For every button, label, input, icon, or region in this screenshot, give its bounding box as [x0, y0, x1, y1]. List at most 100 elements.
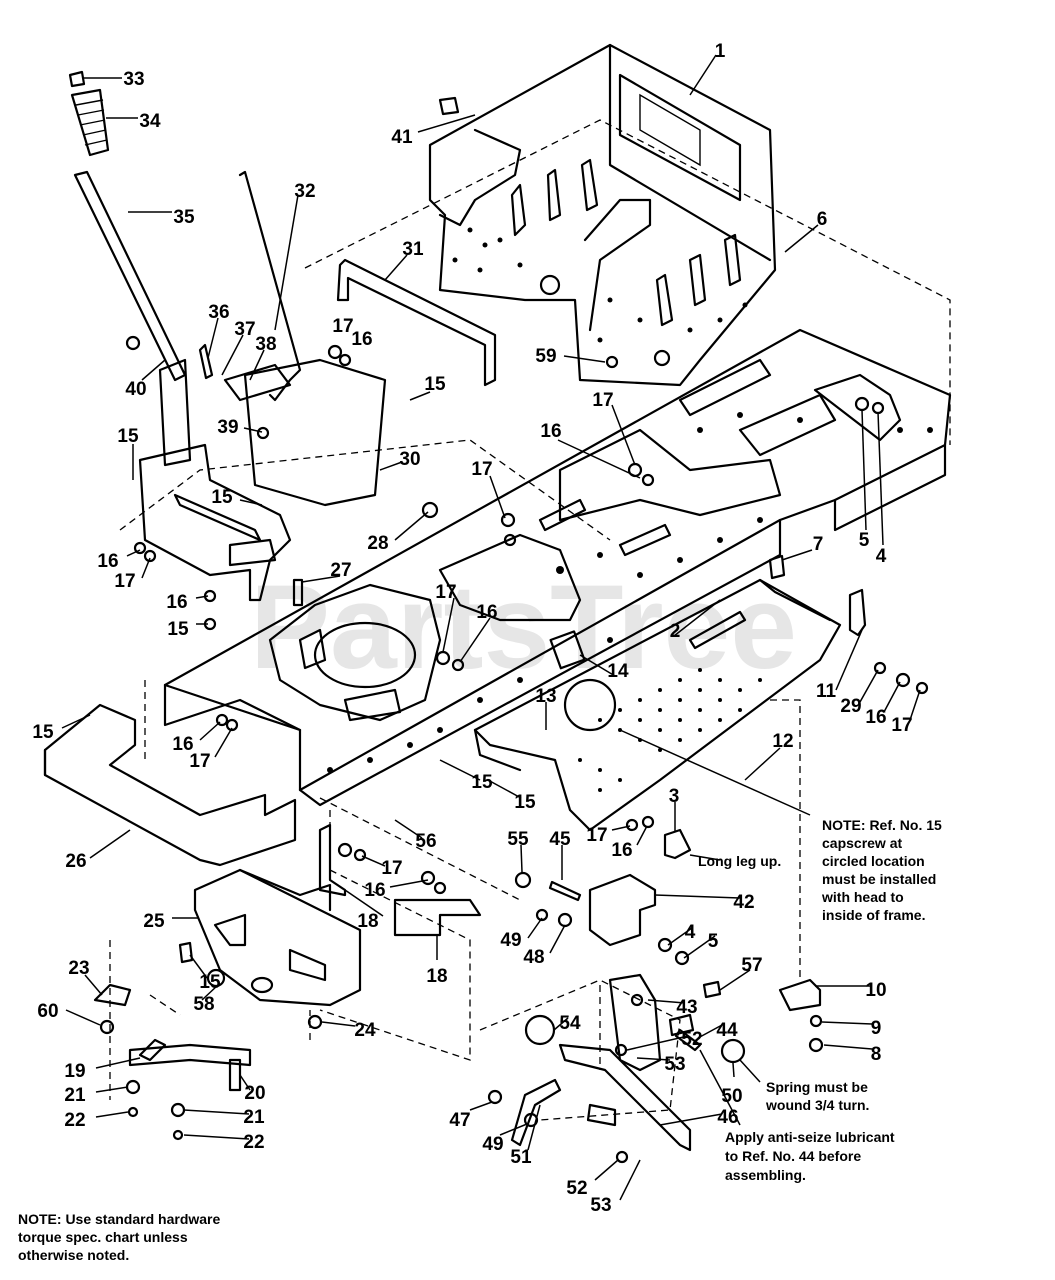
part-seat-pan	[428, 43, 777, 387]
callout-3: 3	[669, 786, 680, 807]
callout-39: 39	[217, 417, 238, 438]
callout-22: 22	[64, 1110, 85, 1131]
callout-17: 17	[435, 582, 456, 603]
callout-17: 17	[586, 825, 607, 846]
note-long-leg: Long leg up.	[698, 853, 781, 869]
callout-16: 16	[166, 592, 187, 613]
callout-19: 19	[64, 1061, 85, 1082]
callout-5: 5	[859, 530, 870, 551]
callout-47: 47	[449, 1110, 470, 1131]
callout-45: 45	[549, 829, 571, 850]
note-line: to Ref. No. 44 before	[725, 1148, 861, 1164]
note-line: inside of frame.	[822, 907, 925, 923]
callout-26: 26	[65, 851, 86, 872]
note-line: NOTE: Ref. No. 15	[822, 817, 942, 833]
callout-29: 29	[840, 696, 861, 717]
callout-53: 53	[590, 1195, 611, 1216]
callout-17: 17	[114, 571, 135, 592]
note-line: assembling.	[725, 1167, 806, 1183]
callout-32: 32	[294, 181, 315, 202]
note-line: with head to	[821, 889, 904, 905]
callout-31: 31	[402, 239, 424, 260]
callout-54: 54	[559, 1013, 581, 1034]
note-line: wound 3/4 turn.	[765, 1097, 869, 1113]
callout-16: 16	[611, 840, 632, 861]
callout-34: 34	[139, 111, 161, 132]
part-brackets-18	[318, 823, 482, 937]
callout-21: 21	[243, 1107, 265, 1128]
callout-49: 49	[500, 930, 521, 951]
callout-22: 22	[243, 1132, 264, 1153]
callout-57: 57	[741, 955, 762, 976]
callout-37: 37	[234, 319, 255, 340]
callout-28: 28	[367, 533, 388, 554]
part-main-frame	[163, 328, 952, 807]
callout-55: 55	[507, 829, 529, 850]
note-line: NOTE: Use standard hardware	[18, 1211, 220, 1227]
note-line: capscrew at	[822, 835, 902, 851]
callout-17: 17	[891, 715, 912, 736]
note-line: torque spec. chart unless	[18, 1229, 188, 1245]
callout-8: 8	[871, 1044, 882, 1065]
callout-18: 18	[426, 966, 447, 987]
circled-location-marker	[563, 678, 617, 732]
callout-16: 16	[351, 329, 372, 350]
note-hardware: NOTE: Use standard hardware torque spec.…	[18, 1211, 220, 1263]
callout-17: 17	[471, 459, 492, 480]
note-line: Apply anti-seize lubricant	[725, 1129, 895, 1145]
part-bracket-3	[663, 828, 692, 860]
callout-41: 41	[391, 127, 413, 148]
callout-59: 59	[535, 346, 556, 367]
callout-46: 46	[717, 1107, 738, 1128]
callout-2: 2	[670, 621, 681, 642]
callout-17: 17	[381, 858, 402, 879]
callout-1: 1	[715, 41, 726, 62]
callout-11: 11	[816, 681, 837, 702]
callout-12: 12	[772, 731, 793, 752]
callout-16: 16	[364, 880, 385, 901]
note-line: otherwise noted.	[18, 1247, 129, 1263]
callout-16: 16	[865, 707, 886, 728]
callout-24: 24	[354, 1020, 376, 1041]
note-line: must be installed	[822, 871, 936, 887]
part-front-axle-support	[193, 868, 362, 1007]
part-seat-rod	[336, 258, 497, 387]
callout-4: 4	[876, 546, 887, 567]
callout-17: 17	[332, 316, 353, 337]
callout-21: 21	[64, 1085, 86, 1106]
callout-20: 20	[244, 1083, 265, 1104]
callout-15: 15	[117, 426, 139, 447]
callout-52: 52	[681, 1029, 702, 1050]
callout-16: 16	[172, 734, 193, 755]
callout-44: 44	[716, 1020, 738, 1041]
part-steering	[68, 70, 439, 602]
callout-17: 17	[189, 751, 210, 772]
callout-30: 30	[399, 449, 420, 470]
callout-15: 15	[514, 792, 536, 813]
callout-16: 16	[476, 602, 497, 623]
callout-35: 35	[173, 207, 195, 228]
part-linkage	[93, 983, 252, 1092]
callout-60: 60	[37, 1001, 58, 1022]
note-frame-capscrew: NOTE: Ref. No. 15 capscrew at circled lo…	[821, 817, 942, 923]
callout-51: 51	[510, 1147, 532, 1168]
callout-36: 36	[208, 302, 229, 323]
callout-10: 10	[865, 980, 886, 1001]
callout-50: 50	[721, 1086, 742, 1107]
leader-lines	[61, 54, 921, 1201]
callout-15: 15	[424, 374, 446, 395]
callout-13: 13	[535, 686, 556, 707]
callout-53: 53	[664, 1054, 685, 1075]
part-footrest	[473, 578, 842, 832]
callout-40: 40	[125, 379, 146, 400]
callout-15: 15	[471, 772, 493, 793]
callout-15: 15	[199, 972, 221, 993]
callout-15: 15	[211, 487, 233, 508]
callout-9: 9	[871, 1018, 882, 1039]
callout-56: 56	[415, 831, 436, 852]
assembly-boundaries	[109, 119, 951, 1121]
callout-16: 16	[540, 421, 561, 442]
callout-4: 4	[685, 922, 696, 943]
callout-18: 18	[357, 911, 378, 932]
